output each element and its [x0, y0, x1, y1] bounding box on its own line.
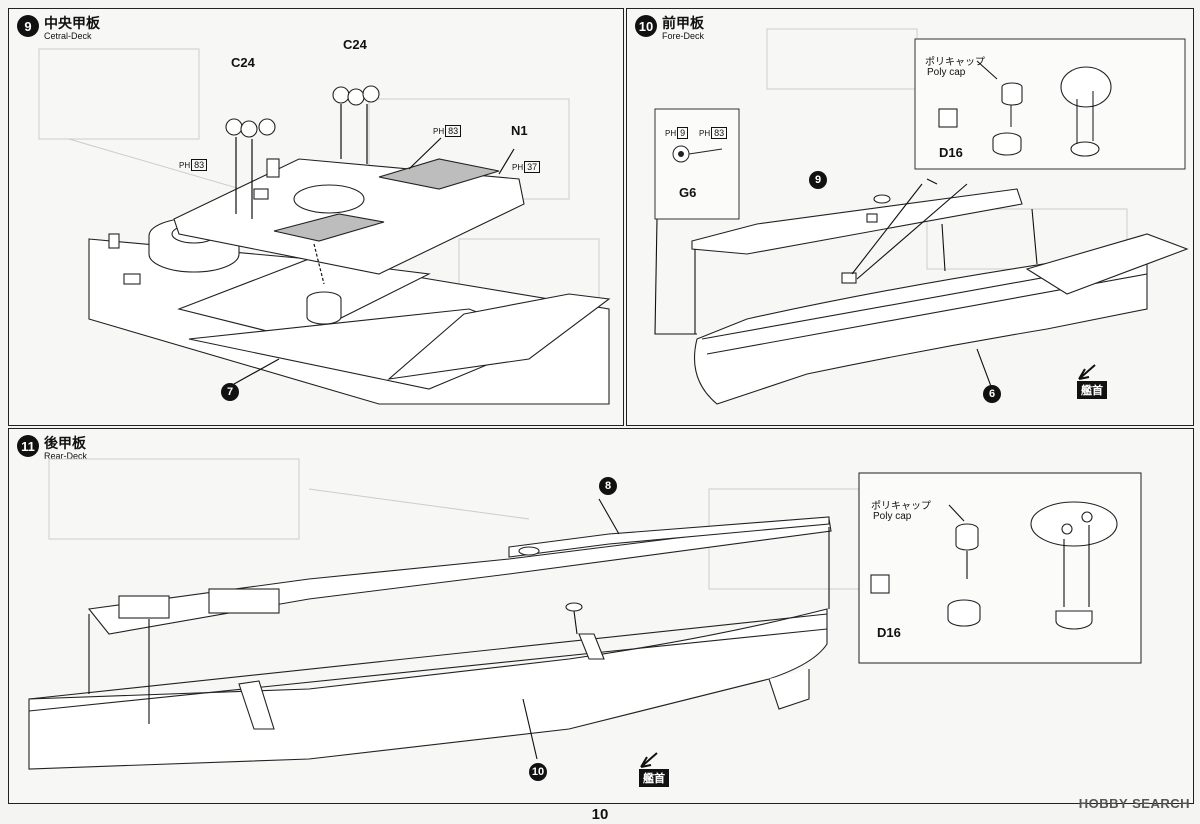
label-d16: D16: [939, 145, 963, 160]
step-9-title-en: Cetral-Deck: [44, 31, 92, 41]
step-11-title-ja: 後甲板: [44, 435, 86, 451]
ref-ph-prefix: PH: [433, 126, 445, 136]
label-n1: N1: [511, 123, 528, 138]
label-g6: G6: [679, 185, 697, 200]
ref-ph-9: PH 9: [665, 127, 689, 139]
step-9-header: 9 中央甲板 Cetral-Deck: [17, 15, 100, 41]
callout-part-7: 7: [221, 383, 239, 401]
step-11-panel: 11 後甲板 Rear-Deck: [8, 428, 1194, 804]
ref-ph-prefix: PH: [512, 162, 524, 172]
bow-direction-indicator: 艦首: [639, 751, 669, 787]
step-10-diagram: [654, 28, 1189, 405]
label-d16: D16: [877, 625, 901, 640]
ref-ph-83-top: PH 83: [433, 125, 462, 137]
ref-ph-prefix: PH: [665, 128, 677, 138]
poly-cap-label-ja: ポリキャップ: [925, 57, 985, 68]
callout-part-10: 10: [529, 763, 547, 781]
step-10-panel: 10 前甲板 Fore-Deck: [626, 8, 1194, 426]
step-11-number: 11: [17, 435, 39, 457]
poly-cap-label-en: Poly cap: [927, 67, 966, 78]
step-11-header: 11 後甲板 Rear-Deck: [17, 435, 87, 461]
bow-label: 艦首: [639, 769, 669, 787]
label-c24-right: C24: [343, 37, 367, 52]
step-9-title-ja: 中央甲板: [44, 15, 100, 31]
step-10-number: 10: [635, 15, 657, 37]
step-9-diagram: [38, 48, 611, 405]
step-11-diagram: [28, 458, 1142, 770]
ref-ph-83: PH 83: [699, 127, 728, 139]
callout-part-6: 6: [983, 385, 1001, 403]
bow-label: 艦首: [1077, 381, 1107, 399]
step-10-header: 10 前甲板 Fore-Deck: [635, 15, 704, 41]
page-number: 10: [591, 806, 609, 823]
step-9-panel: 9 中央甲板 Cetral-Deck: [8, 8, 624, 426]
watermark: HOBBY SEARCH: [1078, 796, 1190, 811]
bow-direction-indicator: 艦首: [1077, 363, 1107, 399]
ref-ph-prefix: PH: [179, 160, 191, 170]
ref-ph-number: 9: [677, 127, 689, 139]
step-10-title-en: Fore-Deck: [662, 31, 705, 41]
ref-ph-number: 83: [191, 159, 208, 171]
ref-ph-prefix: PH: [699, 128, 711, 138]
ref-ph-number: 83: [445, 125, 462, 137]
bow-arrow-icon: [1078, 364, 1096, 380]
ref-ph-83-left: PH 83: [179, 159, 208, 171]
bow-arrow-icon: [640, 752, 658, 768]
callout-part-9: 9: [809, 171, 827, 189]
ref-ph-number: 83: [711, 127, 728, 139]
label-c24-left: C24: [231, 55, 255, 70]
poly-cap-label-ja: ポリキャップ: [871, 501, 931, 512]
ref-ph-number: 37: [524, 161, 541, 173]
poly-cap-label-en: Poly cap: [873, 511, 912, 522]
step-10-title-ja: 前甲板: [662, 15, 704, 31]
callout-part-8: 8: [599, 477, 617, 495]
ref-ph-37: PH 37: [512, 161, 541, 173]
step-9-number: 9: [17, 15, 39, 37]
step-11-title-en: Rear-Deck: [44, 451, 88, 461]
